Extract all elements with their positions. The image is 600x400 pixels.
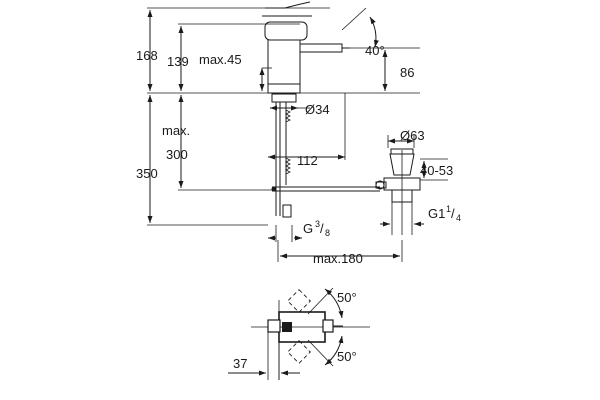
dim-4053-text: 40-53 [420, 163, 453, 178]
angle-50-bottom-ref [307, 339, 334, 367]
angle-40-arc [369, 16, 379, 48]
dim-max-text: max. [162, 123, 190, 138]
dim-63-text: Ø63 [400, 128, 425, 143]
dim-86-text: 86 [400, 65, 414, 80]
dim-112-text: 112 [297, 153, 318, 168]
side-view: 168 139 max.45 350 max. 300 40° 86 [136, 1, 461, 266]
dim-g114-num: 1 [446, 204, 451, 214]
mixer-body [267, 40, 301, 85]
handle-pos-top [287, 289, 311, 313]
rod-joint [271, 186, 277, 192]
dim-g38-slash: / [320, 221, 324, 236]
lever-handle [265, 1, 311, 9]
rod-thread [285, 109, 291, 123]
drain-pivot [375, 180, 385, 190]
dim-g114-base: G1 [428, 206, 445, 221]
hose-nut [282, 204, 292, 218]
mixer-cartridge [264, 21, 308, 41]
dim-g38-den: 8 [325, 228, 330, 238]
drain-body [389, 153, 415, 176]
dim-g114-slash: / [451, 206, 455, 221]
mixer-spout [299, 43, 343, 53]
dim-40-text: 40° [365, 43, 385, 58]
dim-139-text: 139 [167, 54, 189, 69]
spray-angle-line [341, 7, 367, 31]
dim-180-text: max.180 [313, 251, 363, 266]
rod-thread-2 [285, 157, 291, 175]
dim-50-bottom-text: 50° [337, 349, 357, 364]
dim-50-top-text: 50° [337, 290, 357, 305]
dim-168-text: 168 [136, 48, 158, 63]
dim-37-text: 37 [233, 356, 247, 371]
angle-50-top-arc [324, 288, 344, 319]
fixing-flange [271, 93, 297, 103]
dim-300-text: 300 [166, 147, 188, 162]
angle-50-bottom-arc [324, 335, 344, 366]
mixer-base [267, 83, 301, 94]
dim-34-text: Ø34 [305, 102, 330, 117]
top-spout [322, 319, 334, 333]
top-view: 50° 50° 37 [228, 287, 370, 380]
dim-g38-num: 3 [315, 219, 320, 229]
dim-g114-den: 4 [456, 213, 461, 223]
top-lever-knob [267, 319, 281, 333]
handle-pos-bottom [287, 340, 311, 364]
dim-max45-text: max.45 [199, 52, 242, 67]
dim-g38-base: G [303, 221, 313, 236]
top-cartridge [282, 322, 292, 332]
dim-350-text: 350 [136, 166, 158, 181]
angle-50-top-ref [307, 287, 334, 315]
